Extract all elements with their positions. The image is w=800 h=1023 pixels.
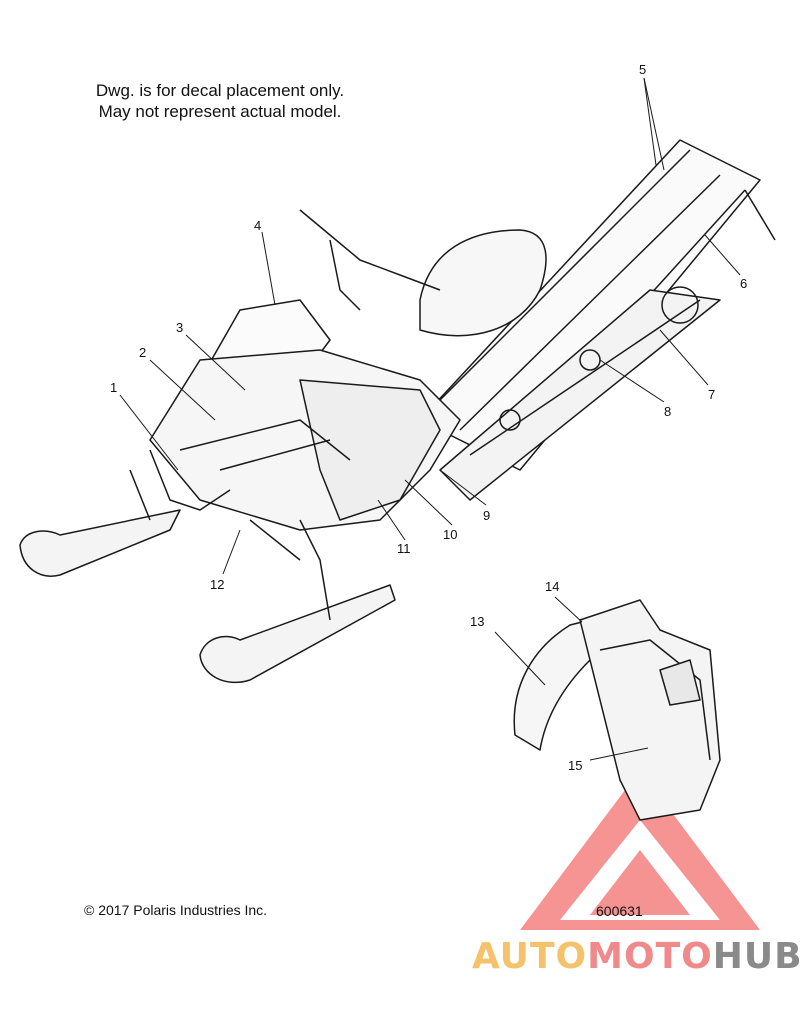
- snowmobile-drawing: [19, 139, 776, 821]
- callout-5: 5: [639, 62, 646, 77]
- note-line-2: May not represent actual model.: [98, 102, 342, 121]
- callout-8: 8: [664, 404, 671, 419]
- watermark-text: AUTOMOTOHUB: [472, 936, 800, 977]
- callout-11: 11: [397, 541, 411, 556]
- callout-12: 12: [210, 577, 224, 592]
- callout-6: 6: [740, 276, 747, 291]
- callout-4: 4: [254, 218, 261, 233]
- decal-note: Dwg. is for decal placement only. May no…: [60, 80, 380, 122]
- watermark-part-auto: AUTO: [472, 936, 588, 977]
- callout-15: 15: [568, 758, 582, 773]
- callout-1: 1: [110, 380, 117, 395]
- drawing-number: 600631: [596, 903, 643, 919]
- note-line-1: Dwg. is for decal placement only.: [95, 81, 345, 100]
- callout-7: 7: [708, 387, 715, 402]
- callout-9: 9: [483, 508, 490, 523]
- callout-10: 10: [443, 527, 457, 542]
- copyright-text: © 2017 Polaris Industries Inc.: [84, 902, 268, 918]
- leader-lines: [119, 77, 741, 761]
- callout-13: 13: [470, 614, 484, 629]
- callout-3: 3: [176, 320, 183, 335]
- callout-14: 14: [545, 579, 559, 594]
- watermark-part-hub: HUB: [712, 936, 800, 977]
- callout-labels: 1 2 3 4 5 6 7 8 9 10 11 12 13 14 15: [110, 62, 747, 773]
- callout-2: 2: [139, 345, 146, 360]
- watermark-part-moto: MOTO: [587, 936, 713, 977]
- watermark-logo-icon: [520, 770, 760, 930]
